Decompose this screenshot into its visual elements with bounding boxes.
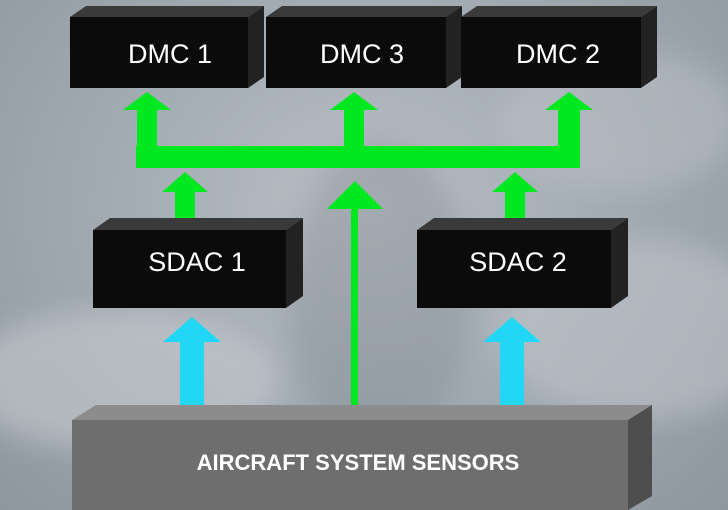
sensors-box: AIRCRAFT SYSTEM SENSORS: [72, 405, 652, 510]
sensors-face: [72, 420, 628, 510]
bus-arrow-dmc2: [545, 92, 593, 110]
bus-stem-dmc3: [344, 108, 364, 148]
sensors-direct-arrow: [327, 181, 383, 209]
dmc-1-face: [70, 17, 248, 88]
dmc-2-box: DMC 2: [461, 6, 657, 88]
digital-bus-bar: [136, 146, 580, 168]
dmc-3-label: DMC 3: [320, 39, 404, 69]
sdac-1-label: SDAC 1: [148, 247, 246, 277]
bus-stem-dmc2: [558, 108, 580, 148]
dmc-2-side: [641, 6, 657, 88]
dmc-2-top: [461, 6, 657, 17]
dmc-1-label: DMC 1: [128, 39, 212, 69]
dmc-3-side: [446, 6, 462, 88]
dmc-1-side: [248, 6, 264, 88]
sdac-1-top: [93, 218, 303, 230]
dmc-2-face: [461, 17, 641, 88]
bus-arrow-dmc1: [123, 92, 171, 110]
sdac-1-face: [93, 230, 286, 308]
analog-signals: [163, 317, 541, 412]
sdac-2-side: [611, 218, 628, 308]
dmc-3-face: [266, 17, 446, 88]
sensors-direct-line: [351, 205, 358, 410]
sensors-to-sdac2-arrow: [483, 317, 541, 342]
bus-arrow-dmc3: [330, 92, 378, 110]
dmc-3-box: DMC 3: [266, 6, 462, 88]
sensors-to-sdac1-stem: [180, 340, 204, 412]
sdac-2-label: SDAC 2: [469, 247, 567, 277]
dmc-1-box: DMC 1: [70, 6, 264, 88]
sensors-to-sdac1-arrow: [163, 317, 221, 342]
sdac-1-side: [286, 218, 303, 308]
sdac1-to-bus-arrow: [162, 172, 208, 192]
sdac-2-box: SDAC 2: [417, 218, 628, 308]
sensors-to-sdac2-stem: [500, 340, 524, 412]
dmc-3-top: [266, 6, 462, 17]
sdac-2-top: [417, 218, 628, 230]
bus-stem-dmc1: [137, 108, 157, 148]
sensors-label: AIRCRAFT SYSTEM SENSORS: [197, 450, 520, 475]
sdac-2-face: [417, 230, 611, 308]
dmc-1-top: [70, 6, 264, 17]
sensors-top: [72, 405, 652, 420]
sensors-side: [628, 405, 652, 510]
dmc-2-label: DMC 2: [516, 39, 600, 69]
sdac-1-box: SDAC 1: [93, 218, 303, 308]
sdac2-to-bus-arrow: [492, 172, 538, 192]
